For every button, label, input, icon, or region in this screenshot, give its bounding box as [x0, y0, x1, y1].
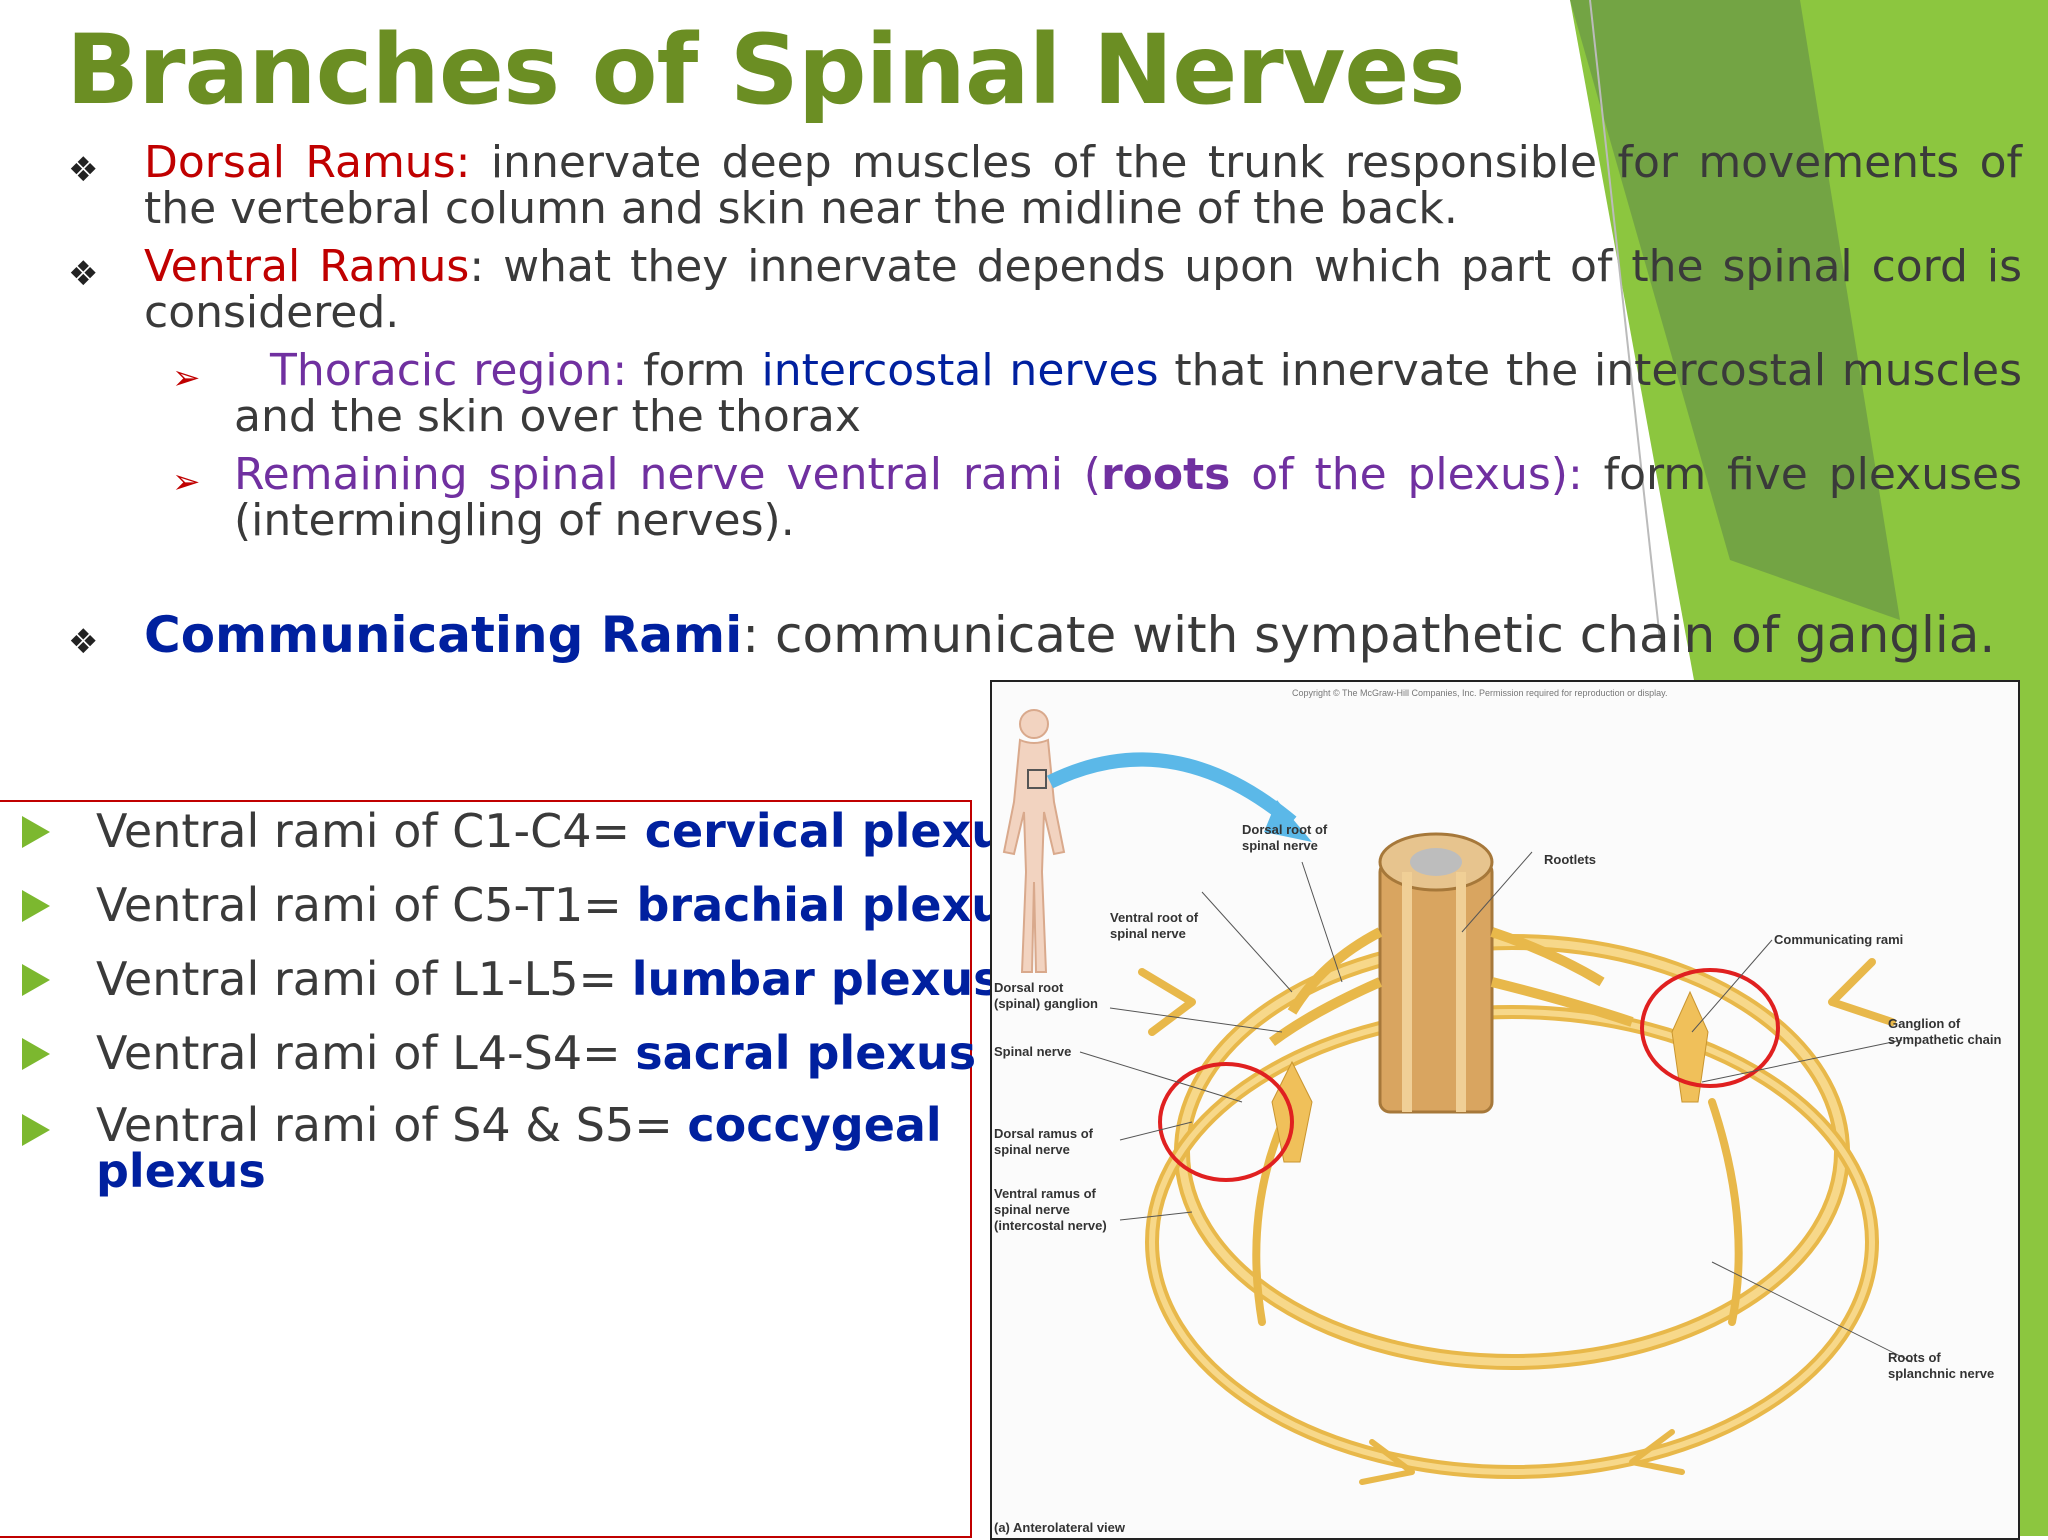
- bullet-remaining: Remaining spinal nerve ventral rami (roo…: [234, 452, 2022, 544]
- cord-highlight: [1456, 872, 1466, 1112]
- plexus-item-brachial: Ventral rami of C5-T1= brachial plexus: [96, 878, 1031, 932]
- human-figure-icon: [1002, 709, 1066, 973]
- plexus-prefix: Ventral rami of S4 & S5=: [96, 1098, 688, 1152]
- spinal-nerve-diagram: Copyright © The McGraw-Hill Companies, I…: [994, 688, 2001, 1535]
- highlight-circle-right: [1640, 968, 1780, 1088]
- intercostal-nerves-term: intercostal nerves: [761, 345, 1159, 396]
- remaining-text: form five plexuses (intermingling of ner…: [234, 449, 2022, 546]
- zoom-arrow: [1046, 752, 1297, 828]
- bullet-ventral: Ventral Ramus: what they innervate depen…: [144, 244, 2022, 336]
- bullet-communicating: Communicating Rami: communicate with sym…: [144, 606, 1995, 664]
- plexus-item-cervical: Ventral rami of C1-C4= cervical plexus: [96, 804, 1031, 858]
- leader-lines: [1079, 851, 1913, 1363]
- remaining-term: Remaining spinal nerve ventral rami (: [234, 449, 1101, 500]
- ganglion-right: [1671, 990, 1709, 1103]
- plexus-name: cervical plexus: [644, 804, 1032, 858]
- dorsal-ramus-text: innervate deep muscles of the trunk resp…: [144, 137, 2022, 234]
- plexus-item-sacral: Ventral rami of L4-S4= sacral plexus: [96, 1026, 976, 1080]
- communicating-rami-term: Communicating Rami: [144, 606, 743, 664]
- triangle-bullet-icon: [22, 816, 50, 848]
- zoom-arrow-head: [1264, 800, 1312, 842]
- plexus-prefix: Ventral rami of L4-S4=: [96, 1026, 636, 1080]
- plexus-prefix: Ventral rami of C1-C4=: [96, 804, 645, 858]
- bullet-dorsal: Dorsal Ramus: innervate deep muscles of …: [144, 140, 2022, 232]
- roots-term: roots: [1100, 449, 1231, 500]
- ventral-ramus-term: Ventral Ramus: [144, 241, 470, 292]
- label-rootlets: Rootlets: [1544, 852, 1596, 867]
- figure-locator-box: [1027, 769, 1047, 789]
- thoracic-text: that innervate the intercostal muscles a…: [234, 345, 2023, 442]
- communicating-rami-text: : communicate with sympathetic chain of …: [742, 606, 1996, 664]
- plexus-name-2: plexus: [96, 1144, 266, 1198]
- remaining-term-2: of the plexus):: [1230, 449, 1583, 500]
- gray-matter: [1410, 848, 1462, 876]
- highlight-circle-left: [1158, 1062, 1294, 1182]
- plexus-name: sacral plexus: [635, 1026, 977, 1080]
- label-communicating-rami: Communicating rami: [1774, 932, 1903, 947]
- triangle-bullet-icon: [22, 1114, 50, 1146]
- ventral-ramus-text: : what they innervate depends upon which…: [144, 241, 2022, 338]
- triangle-bullet-icon: [22, 964, 50, 996]
- diamond-bullet-icon: ❖: [68, 150, 99, 190]
- triangle-bullet-icon: [22, 890, 50, 922]
- cord-highlight: [1402, 872, 1412, 1112]
- figure-copyright: Copyright © The McGraw-Hill Companies, I…: [1292, 688, 1667, 698]
- label-spinal-nerve: Spinal nerve: [994, 1044, 1071, 1059]
- arrow-bullet-icon: ➢: [172, 462, 201, 502]
- plexus-name: coccygeal: [687, 1098, 942, 1152]
- dorsal-ramus-term: Dorsal Ramus:: [144, 137, 471, 188]
- arrow-bullet-icon: ➢: [172, 358, 201, 398]
- triangle-bullet-icon: [22, 1038, 50, 1070]
- figure-caption: (a) Anterolateral view: [994, 1520, 1126, 1535]
- plexus-item-lumbar: Ventral rami of L1-L5= lumbar plexus: [96, 952, 1001, 1006]
- plexus-box: [0, 800, 972, 1538]
- plexus-prefix: Ventral rami of L1-L5=: [96, 952, 632, 1006]
- label-dorsal-root-ganglion: Dorsal root(spinal) ganglion: [994, 980, 1098, 1011]
- band-edge-line: [1589, 0, 1661, 641]
- spinal-nerve-figure: Copyright © The McGraw-Hill Companies, I…: [990, 680, 2020, 1540]
- plexus-name: brachial plexus: [636, 878, 1032, 932]
- right-dark-band: [1570, 0, 1900, 620]
- spinal-cord-shape: [1378, 860, 1494, 1114]
- bullet-thoracic: Thoracic region: form intercostal nerves…: [234, 348, 2022, 440]
- thoracic-mid: form: [627, 345, 762, 396]
- diamond-bullet-icon: ❖: [68, 622, 99, 662]
- plexus-prefix: Ventral rami of C5-T1=: [96, 878, 637, 932]
- nerve-roots: [1269, 927, 1634, 1047]
- diamond-bullet-icon: ❖: [68, 254, 99, 294]
- page-title: Branches of Spinal Nerves: [66, 14, 1466, 126]
- thoracic-term: Thoracic region:: [270, 345, 628, 396]
- plexus-name: lumbar plexus: [631, 952, 1001, 1006]
